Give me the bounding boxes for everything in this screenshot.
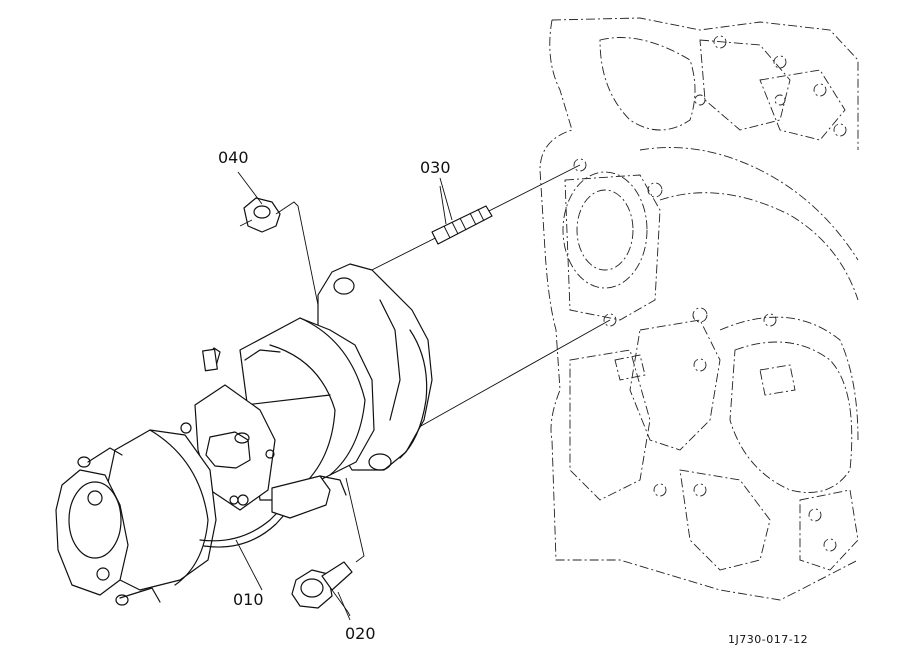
callout-010: 010 xyxy=(233,590,264,609)
engine-housing-phantom xyxy=(539,17,859,601)
callout-030: 030 xyxy=(420,158,451,177)
stud-icon xyxy=(431,185,493,245)
callout-leaders xyxy=(235,171,453,621)
figure-code: 1J730-017-12 xyxy=(728,633,809,646)
starter-motor-icon xyxy=(55,263,433,606)
flange-nut-icon xyxy=(239,197,319,306)
callout-020: 020 xyxy=(345,624,376,643)
callout-040: 040 xyxy=(218,148,249,167)
flange-bolt-icon xyxy=(291,477,365,617)
